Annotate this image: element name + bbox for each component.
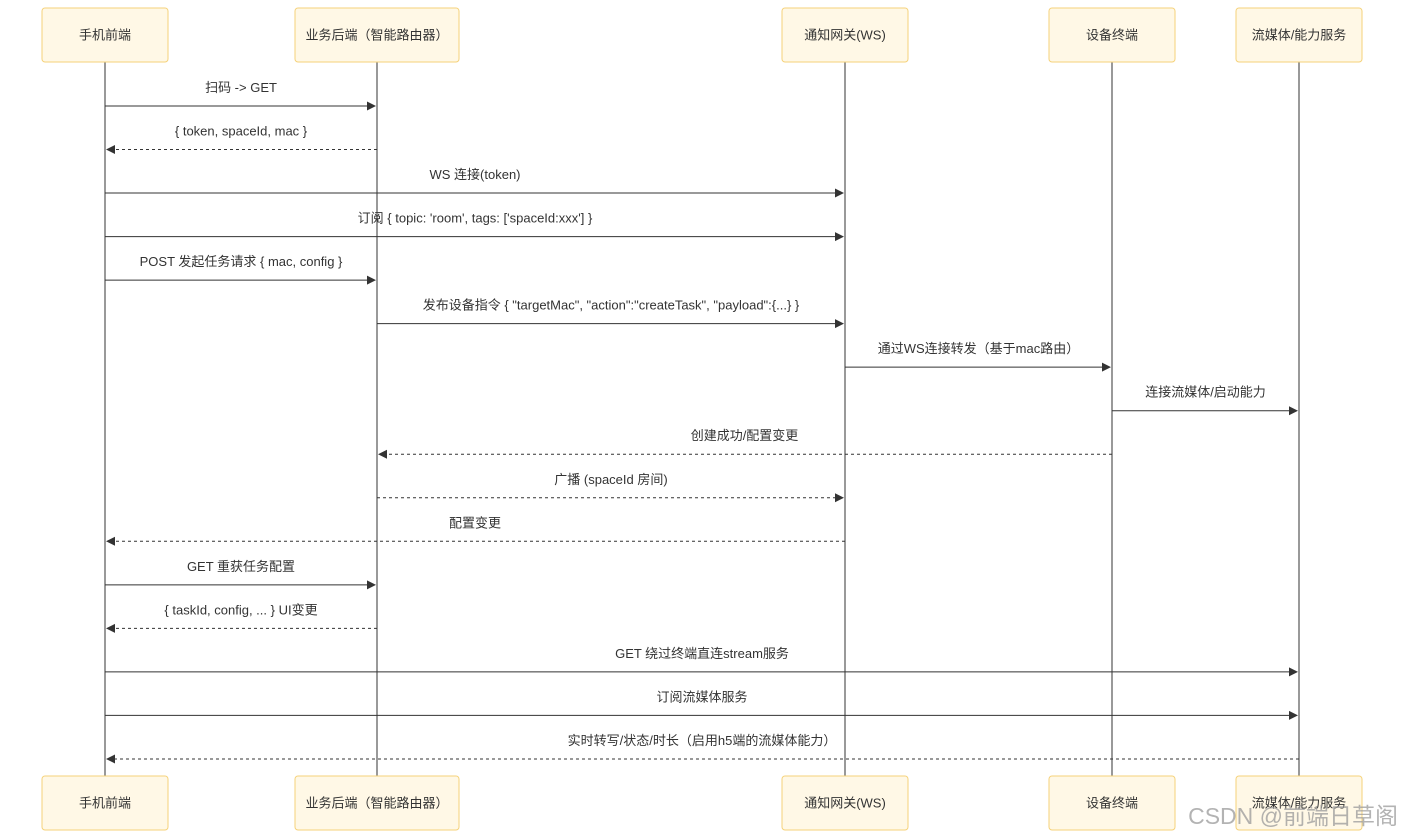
participant-box	[1235, 775, 1363, 831]
participant-box	[781, 775, 909, 831]
message-label: 通过WS连接转发（基于mac路由）	[878, 341, 1080, 356]
message: 通过WS连接转发（基于mac路由）	[845, 341, 1111, 372]
participants-bottom: 手机前端 业务后端（智能路由器） 通知网关(WS) 设备终端 流媒体/能力服务	[41, 775, 1363, 831]
message: { taskId, config, ... } UI变更	[106, 602, 377, 633]
participant-box	[41, 775, 169, 831]
participants-top: 手机前端 业务后端（智能路由器） 通知网关(WS) 设备终端 流媒体/能力服务	[41, 7, 1363, 63]
message-label: 发布设备指令 { "targetMac", "action":"createTa…	[423, 298, 800, 313]
participant-label: 通知网关(WS)	[804, 796, 886, 811]
message-arrowhead	[835, 188, 844, 198]
participant-box	[1235, 7, 1363, 63]
message-label: { taskId, config, ... } UI变更	[164, 602, 317, 617]
participant-box	[1048, 7, 1176, 63]
message-label: POST 发起任务请求 { mac, config }	[140, 254, 343, 269]
participant-bottom: 手机前端	[41, 775, 169, 831]
message: 广播 (spaceId 房间)	[377, 472, 844, 503]
message: { token, spaceId, mac }	[106, 124, 377, 155]
participant-top: 业务后端（智能路由器）	[294, 7, 460, 63]
participant-label: 设备终端	[1086, 28, 1138, 43]
message: 发布设备指令 { "targetMac", "action":"createTa…	[377, 298, 844, 329]
participant-bottom: 通知网关(WS)	[781, 775, 909, 831]
message: GET 重获任务配置	[105, 559, 376, 590]
participant-label: 流媒体/能力服务	[1252, 28, 1347, 43]
message: POST 发起任务请求 { mac, config }	[105, 254, 376, 285]
message-arrowhead	[106, 754, 115, 764]
message: WS 连接(token)	[105, 167, 844, 198]
message: 实时转写/状态/时长（启用h5端的流媒体能力）	[106, 733, 1299, 764]
message-label: 配置变更	[449, 515, 501, 530]
message: GET 绕过终端直连stream服务	[105, 646, 1298, 677]
message-arrowhead	[378, 449, 387, 459]
message-label: 连接流媒体/启动能力	[1145, 385, 1266, 400]
participant-box	[294, 7, 460, 63]
participant-bottom: 业务后端（智能路由器）	[294, 775, 460, 831]
message-label: 广播 (spaceId 房间)	[554, 472, 667, 487]
participant-box	[41, 7, 169, 63]
message-arrowhead	[1289, 406, 1298, 416]
message-arrowhead	[367, 275, 376, 285]
watermark: CSDN @前端日草阁	[1188, 803, 1398, 829]
message-arrowhead	[367, 580, 376, 590]
message-label: 订阅 { topic: 'room', tags: ['spaceId:xxx'…	[358, 211, 593, 226]
participant-bottom: 流媒体/能力服务	[1235, 775, 1363, 831]
message-arrowhead	[1289, 710, 1298, 720]
message-arrowhead	[1102, 362, 1111, 372]
participant-label: 手机前端	[79, 28, 131, 43]
message: 创建成功/配置变更	[378, 428, 1112, 459]
message-label: 实时转写/状态/时长（启用h5端的流媒体能力）	[568, 733, 837, 748]
message-arrowhead	[835, 493, 844, 503]
message: 订阅 { topic: 'room', tags: ['spaceId:xxx'…	[105, 211, 844, 242]
participant-label: 设备终端	[1086, 796, 1138, 811]
participant-label: 通知网关(WS)	[804, 28, 886, 43]
message: 扫码 -> GET	[105, 80, 376, 111]
lifelines	[104, 62, 1300, 776]
participant-box	[294, 775, 460, 831]
message-arrowhead	[106, 145, 115, 155]
participant-label: 业务后端（智能路由器）	[305, 796, 448, 811]
message-label: 扫码 -> GET	[205, 80, 277, 95]
message: 订阅流媒体服务	[105, 689, 1298, 720]
message-arrowhead	[367, 101, 376, 111]
participant-top: 通知网关(WS)	[781, 7, 909, 63]
participant-bottom: 设备终端	[1048, 775, 1176, 831]
participant-label: 手机前端	[79, 796, 131, 811]
participant-box	[781, 7, 909, 63]
message-arrowhead	[106, 536, 115, 546]
participant-label: 流媒体/能力服务	[1252, 796, 1347, 811]
participant-top: 流媒体/能力服务	[1235, 7, 1363, 63]
message-arrowhead	[835, 232, 844, 242]
messages: 扫码 -> GET { token, spaceId, mac } WS 连接(to…	[105, 80, 1299, 764]
message-label: GET 重获任务配置	[187, 559, 295, 574]
message-arrowhead	[1289, 667, 1298, 677]
participant-top: 设备终端	[1048, 7, 1176, 63]
message-label: WS 连接(token)	[429, 167, 520, 182]
message-arrowhead	[106, 623, 115, 633]
participant-top: 手机前端	[41, 7, 169, 63]
message-arrowhead	[835, 319, 844, 329]
participant-label: 业务后端（智能路由器）	[305, 28, 448, 43]
participant-box	[1048, 775, 1176, 831]
message-label: { token, spaceId, mac }	[175, 124, 308, 139]
message: 连接流媒体/启动能力	[1112, 385, 1298, 416]
message-label: 订阅流媒体服务	[656, 689, 747, 704]
message-label: GET 绕过终端直连stream服务	[615, 646, 789, 661]
message: 配置变更	[106, 515, 845, 546]
message-label: 创建成功/配置变更	[691, 428, 799, 443]
